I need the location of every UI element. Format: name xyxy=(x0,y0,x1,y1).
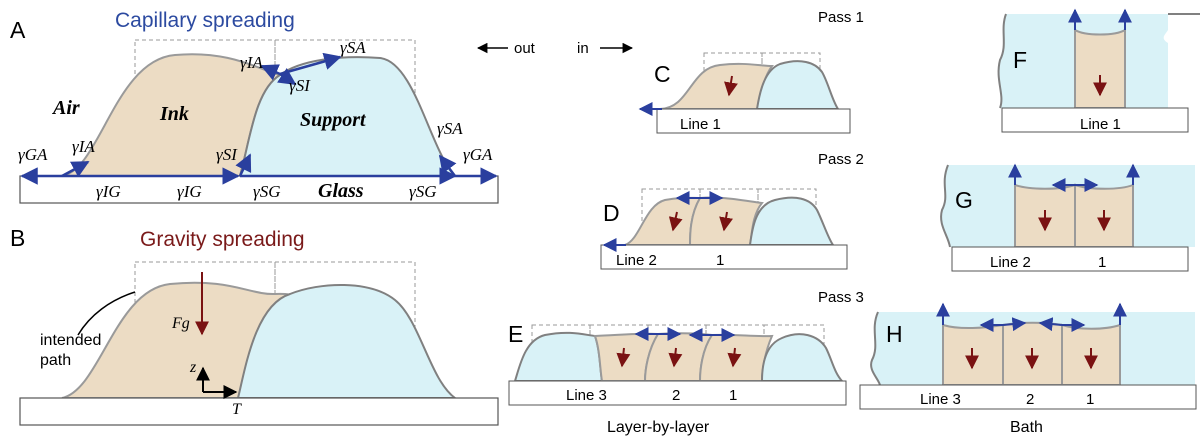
label-path: path xyxy=(40,352,71,369)
label-gamma-ia-left: γIA xyxy=(72,137,95,156)
panel-label-a: A xyxy=(10,17,26,43)
panel-label-d: D xyxy=(603,200,620,226)
label-gamma-si-top: γSI xyxy=(289,76,311,95)
support-edge-g-left xyxy=(940,164,951,248)
substrate-d xyxy=(600,244,848,270)
line-label-f: Line 1 xyxy=(1080,116,1121,133)
glass-substrate xyxy=(19,175,499,204)
label-gamma-ga-right: γGA xyxy=(463,145,493,164)
caption-layer-by-layer: Layer-by-layer xyxy=(607,419,710,436)
panel-b-title: Gravity spreading xyxy=(140,228,305,251)
line-label-c: Line 1 xyxy=(680,116,721,133)
down-arrow-c xyxy=(724,75,738,97)
line-label-h: Line 3 xyxy=(920,391,961,408)
label-intended: intended xyxy=(40,332,101,349)
label-fg: Fg xyxy=(171,315,190,332)
label-glass: Glass xyxy=(318,180,364,202)
line-label-d: Line 2 xyxy=(616,252,657,269)
index-label-g-1: 1 xyxy=(1098,254,1106,271)
arrow-gamma-si-low xyxy=(235,153,252,177)
ink-line-f1 xyxy=(1074,28,1126,109)
label-gamma-sg-1: γSG xyxy=(253,182,280,201)
ink-line-e1 xyxy=(698,333,774,382)
panel-g: G Line 2 1 xyxy=(940,163,1195,272)
line-label-g: Line 2 xyxy=(990,254,1031,271)
panel-label-f: F xyxy=(1013,47,1027,73)
index-label-e-2: 2 xyxy=(672,387,680,404)
panel-label-e: E xyxy=(508,321,523,347)
label-gamma-ia-top: γIA xyxy=(240,53,263,72)
header-annotations: out in Pass 1 Pass 2 Pass 3 xyxy=(476,9,864,306)
substrate-g xyxy=(951,246,1189,272)
spread-arrow-h-left-b xyxy=(1038,317,1063,332)
label-pass-2: Pass 2 xyxy=(818,151,864,168)
support-edge-h-left xyxy=(870,311,881,386)
panel-f: F Line 1 xyxy=(997,8,1200,133)
intended-path-pointer xyxy=(77,291,136,336)
down-arrow-e2 xyxy=(668,347,683,368)
substrate-f xyxy=(1001,107,1189,133)
index-label-d-1: 1 xyxy=(716,252,724,269)
down-arrow-e1 xyxy=(727,347,742,368)
label-z: z xyxy=(189,359,197,376)
panel-c: C Line 1 xyxy=(638,52,851,134)
arrow-gamma-ia-top xyxy=(260,64,281,81)
down-arrow-d1 xyxy=(719,211,733,232)
substrate-e xyxy=(508,380,847,406)
support-droplet-b xyxy=(236,283,459,399)
support-c xyxy=(755,60,840,110)
arrow-gamma-sa-right xyxy=(438,154,457,177)
down-arrow-d2 xyxy=(668,211,683,232)
panel-label-g: G xyxy=(955,187,973,213)
label-gamma-sa-top: γSA xyxy=(340,38,366,57)
index-label-h-2: 2 xyxy=(1026,391,1034,408)
down-arrow-e3 xyxy=(616,347,631,368)
panel-a-title: Capillary spreading xyxy=(115,9,295,32)
panel-label-c: C xyxy=(654,61,671,87)
label-gamma-sg-2: γSG xyxy=(409,182,436,201)
arrow-gamma-sa-top xyxy=(279,52,342,76)
arrow-gamma-si-top xyxy=(277,67,297,86)
panel-h: H Line 3 2 1 Bath xyxy=(859,302,1197,436)
substrate-c xyxy=(656,108,851,134)
line-label-e: Line 3 xyxy=(566,387,607,404)
label-air: Air xyxy=(51,97,80,119)
index-label-h-1: 1 xyxy=(1086,391,1094,408)
panel-d: D Line 2 1 xyxy=(600,188,848,270)
ink-line-c xyxy=(659,62,774,110)
caption-bath: Bath xyxy=(1010,419,1043,436)
label-pass-1: Pass 1 xyxy=(818,9,864,26)
ink-line-d2 xyxy=(624,196,702,246)
label-t: T xyxy=(232,401,242,418)
support-edge-f-left xyxy=(997,13,1007,109)
substrate-h xyxy=(859,384,1197,410)
spread-arrow-h-right-a xyxy=(1002,317,1027,332)
panel-b: B Gravity spreading intended path Fg z T xyxy=(10,225,499,426)
label-gamma-si-low: γSI xyxy=(216,145,238,164)
label-in: in xyxy=(577,40,589,57)
index-label-e-1: 1 xyxy=(729,387,737,404)
label-gamma-ig-1: γIG xyxy=(96,182,121,201)
panel-e: E Line 3 2 1 Layer-by-layer xyxy=(508,321,847,436)
label-ink: Ink xyxy=(159,103,189,125)
panel-a: A Capillary spreading Air Ink Support Gl… xyxy=(10,9,499,204)
label-out: out xyxy=(514,40,536,57)
support-e-left xyxy=(513,331,604,382)
label-support: Support xyxy=(300,109,367,131)
label-gamma-ig-2: γIG xyxy=(177,182,202,201)
glass-substrate-b xyxy=(19,397,499,426)
label-gamma-sa-right: γSA xyxy=(437,119,463,138)
panel-label-h: H xyxy=(886,321,903,347)
label-gamma-ga-left: γGA xyxy=(18,145,48,164)
panel-label-b: B xyxy=(10,225,25,251)
arrow-gamma-ia-left xyxy=(61,160,90,178)
label-pass-3: Pass 3 xyxy=(818,289,864,306)
support-d xyxy=(748,196,835,246)
support-e-right xyxy=(760,333,845,382)
